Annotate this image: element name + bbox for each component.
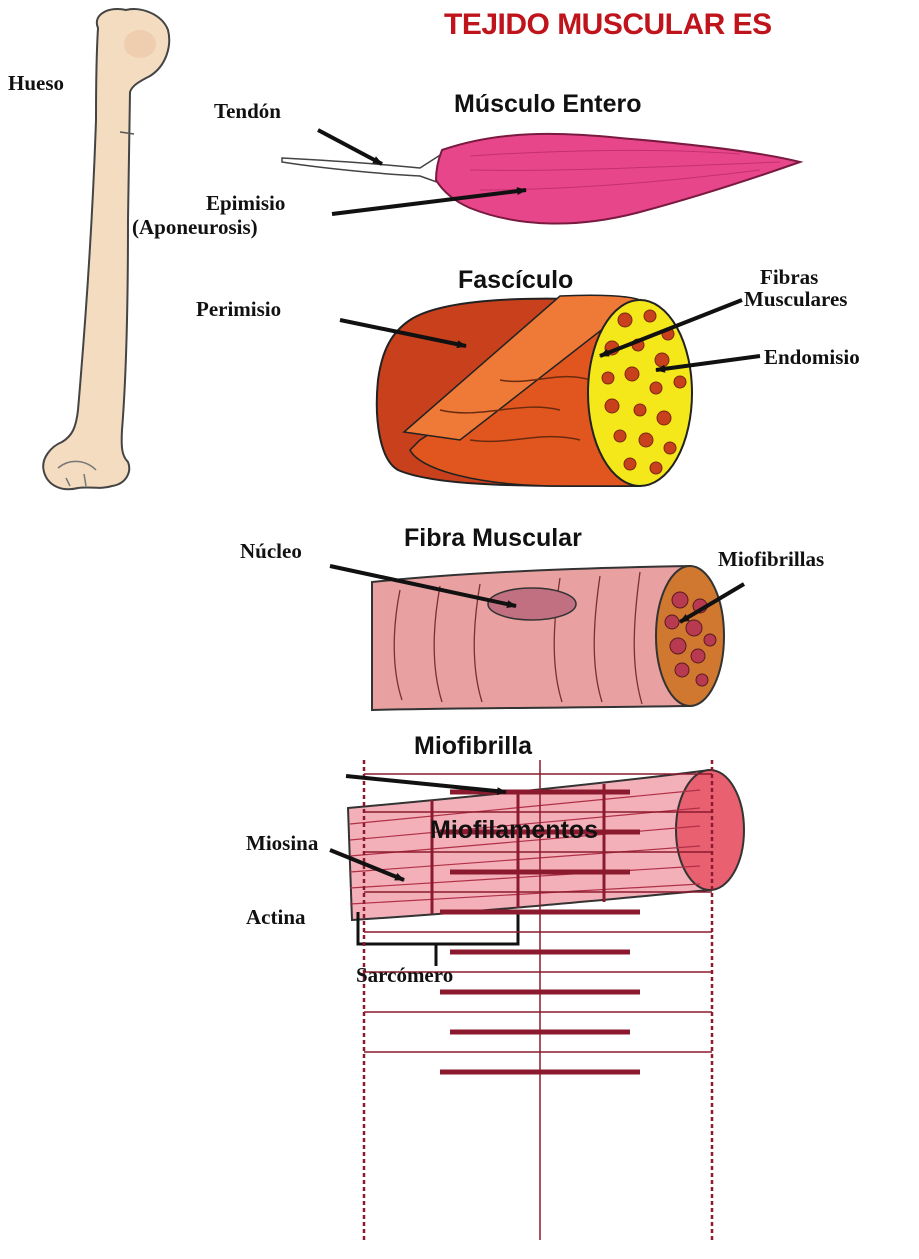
label-myosin: Miosina [246, 832, 318, 854]
label-actin: Actina [246, 906, 306, 928]
label-nucleus: Núcleo [240, 540, 302, 562]
section-heading-muscle-fiber: Fibra Muscular [404, 524, 582, 553]
label-muscle-fibers-line2: Musculares [744, 288, 847, 310]
label-muscle-fibers-line1: Fibras [760, 266, 818, 288]
label-bone: Hueso [8, 72, 64, 94]
label-perimysium: Perimisio [196, 298, 281, 320]
section-heading-myofibril: Miofibrilla [414, 732, 532, 761]
page-title: TEJIDO MUSCULAR ES [444, 8, 772, 42]
myofibril-drawing [348, 770, 744, 966]
pointer-arrows [318, 130, 760, 880]
fascicle-drawing [377, 295, 692, 486]
label-epimysium: Epimisio [206, 192, 285, 214]
label-aponeurosis: (Aponeurosis) [132, 216, 258, 238]
label-myofibrils: Miofibrillas [718, 548, 824, 570]
label-endomysium: Endomisio [764, 346, 860, 368]
section-heading-myofilaments: Miofilamentos [430, 816, 598, 845]
section-heading-whole-muscle: Músculo Entero [454, 90, 642, 119]
label-sarcomere: Sarcómero [356, 964, 453, 986]
label-tendon: Tendón [214, 100, 281, 122]
section-heading-fascicle: Fascículo [458, 266, 573, 295]
